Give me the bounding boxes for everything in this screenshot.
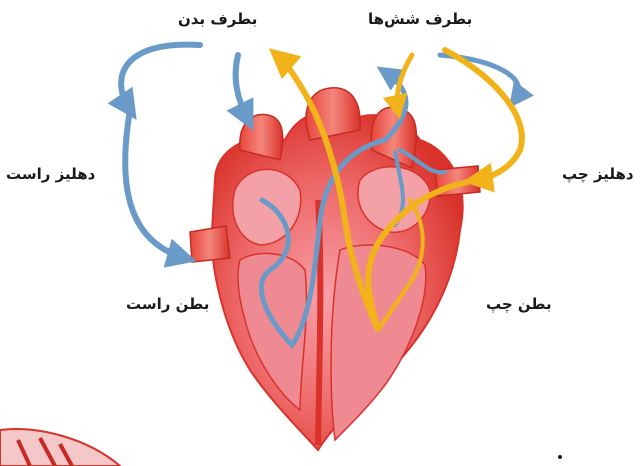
flow-arrow-blue-to-lungs-right <box>440 55 519 100</box>
label-to-lungs: بطرف شش‌ها <box>368 12 472 27</box>
label-right-atrium: دهلیز راست <box>6 167 95 182</box>
dot-mark <box>558 455 562 459</box>
flow-arrow-blue-upper-vena-cava <box>236 55 248 120</box>
label-left-ventricle: بطن چپ <box>486 297 552 312</box>
label-to-body: بطرف بدن <box>178 12 257 27</box>
label-left-atrium: دهلیز چپ <box>562 167 634 182</box>
flow-arrow-yellow-from-lungs <box>445 50 522 180</box>
flow-arrow-blue-body-in <box>121 45 200 110</box>
label-right-ventricle: بطن راست <box>126 297 209 312</box>
inferior-vena-cava <box>190 226 230 262</box>
flow-arrow-blue-to-right-atrium <box>125 110 185 258</box>
